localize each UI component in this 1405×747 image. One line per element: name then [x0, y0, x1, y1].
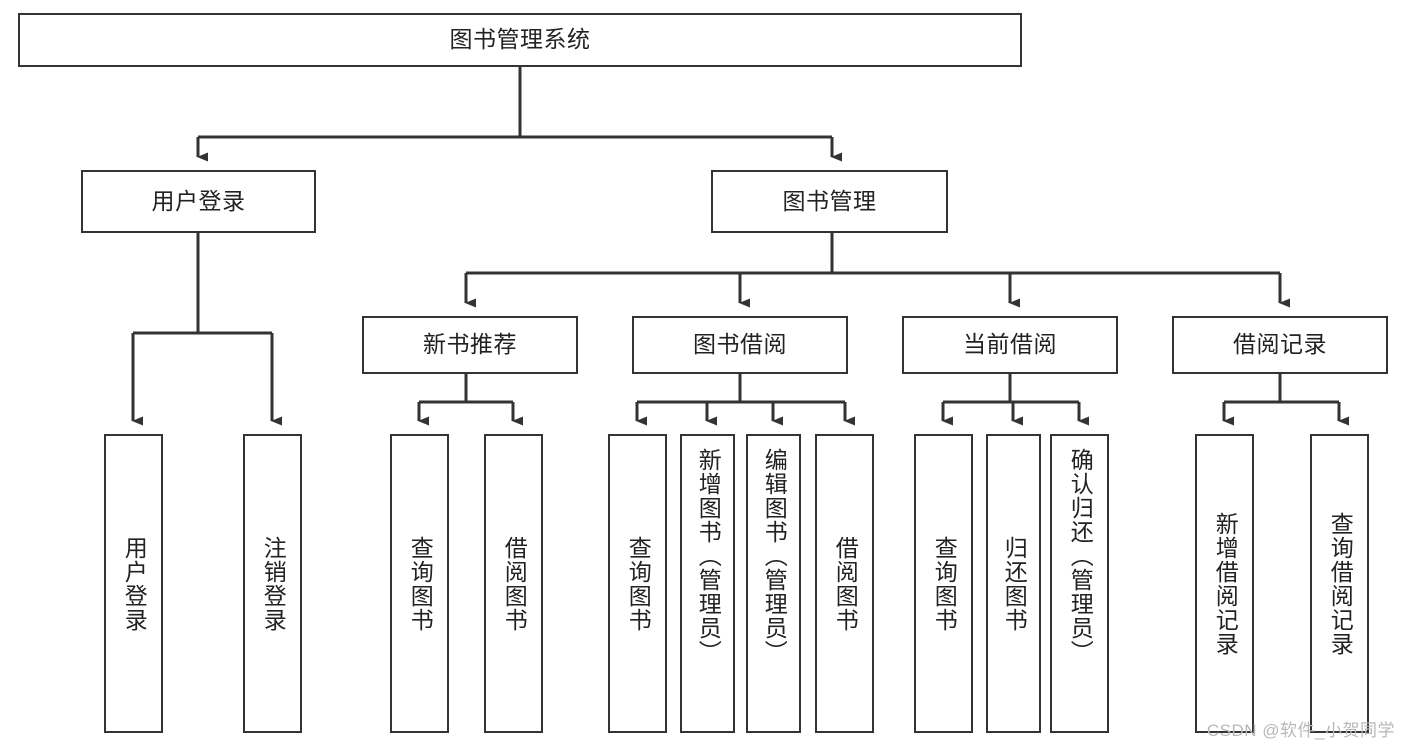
leaf-confirm-return-admin[interactable]: 确认归还（管理员）	[1050, 434, 1109, 733]
leaf-query-book-1[interactable]: 查询图书	[390, 434, 449, 733]
leaf-query-book-2[interactable]: 查询图书	[608, 434, 667, 733]
leaf-label: 借阅图书	[501, 535, 528, 632]
leaf-label: 归还图书	[1001, 535, 1028, 632]
leaf-borrow-book-2[interactable]: 借阅图书	[815, 434, 874, 733]
leaf-label: 查询图书	[625, 535, 652, 632]
leaf-label: 查询借阅记录	[1327, 511, 1354, 656]
leaf-user-login[interactable]: 用户登录	[104, 434, 163, 733]
node-book-borrow[interactable]: 图书借阅	[632, 316, 848, 374]
node-user-login[interactable]: 用户登录	[81, 170, 316, 233]
leaf-label: 用户登录	[121, 535, 148, 632]
leaf-label: 查询图书	[931, 535, 958, 632]
node-root[interactable]: 图书管理系统	[18, 13, 1022, 67]
leaf-query-borrow-record[interactable]: 查询借阅记录	[1310, 434, 1369, 733]
leaf-add-borrow-record[interactable]: 新增借阅记录	[1195, 434, 1254, 733]
node-new-book-recommend[interactable]: 新书推荐	[362, 316, 578, 374]
leaf-label: 新增图书（管理员）	[695, 448, 722, 664]
leaf-label: 注销登录	[260, 535, 287, 632]
leaf-return-book[interactable]: 归还图书	[986, 434, 1041, 733]
leaf-label: 新增借阅记录	[1212, 511, 1239, 656]
node-book-manage[interactable]: 图书管理	[711, 170, 948, 233]
leaf-label: 确认归还（管理员）	[1067, 448, 1094, 664]
leaf-label: 借阅图书	[832, 535, 859, 632]
csdn-watermark: CSDN @软件_小贺同学	[1206, 721, 1395, 740]
leaf-borrow-book-1[interactable]: 借阅图书	[484, 434, 543, 733]
node-current-borrow[interactable]: 当前借阅	[902, 316, 1118, 374]
leaf-logout[interactable]: 注销登录	[243, 434, 302, 733]
leaf-label: 编辑图书（管理员）	[761, 448, 788, 664]
leaf-label: 查询图书	[407, 535, 434, 632]
leaf-query-book-3[interactable]: 查询图书	[914, 434, 973, 733]
leaf-add-book-admin[interactable]: 新增图书（管理员）	[680, 434, 735, 733]
leaf-edit-book-admin[interactable]: 编辑图书（管理员）	[746, 434, 801, 733]
node-borrow-record[interactable]: 借阅记录	[1172, 316, 1388, 374]
